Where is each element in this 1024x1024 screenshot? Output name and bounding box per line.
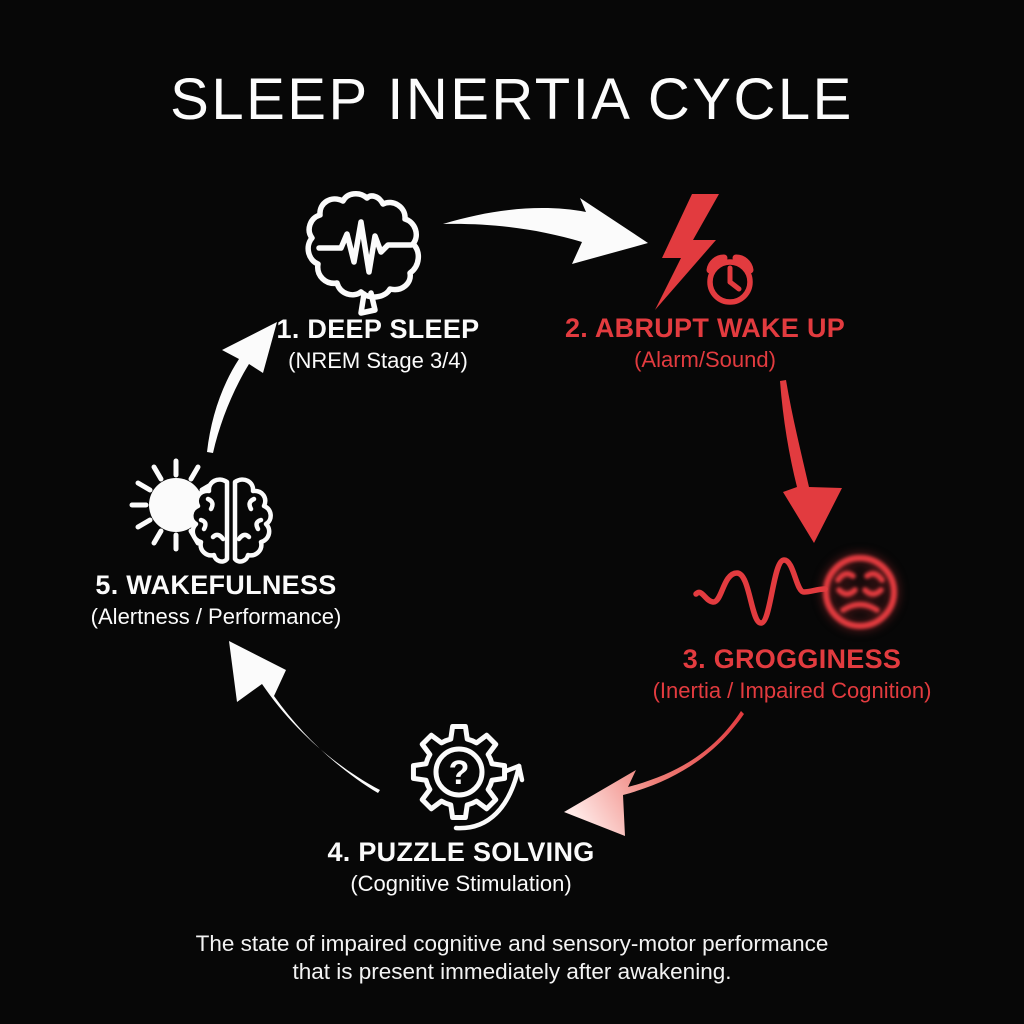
gear-icon: [410, 723, 508, 821]
stage-wakefulness: 5. WAKEFULNESS (Alertness / Performance): [91, 570, 342, 630]
page-title: SLEEP INERTIA CYCLE: [170, 67, 854, 132]
sad-face-icon: [823, 555, 897, 629]
stage-sublabel: (NREM Stage 3/4): [288, 348, 468, 373]
stage-label: 4. PUZZLE SOLVING: [327, 837, 595, 867]
arrow-grogginess-to-puzzle-icon: [564, 711, 744, 836]
wave-sad-face-icon: [693, 555, 897, 629]
stage-label: 3. GROGGINESS: [682, 644, 902, 674]
stage-sublabel: (Cognitive Stimulation): [350, 871, 572, 896]
brain-hemispheres-icon: [189, 477, 273, 564]
arrow-wakefulness-to-deepsleep-icon: [207, 322, 277, 453]
arrow-deepsleep-to-wakeup-icon: [443, 198, 648, 264]
definition-text: The state of impaired cognitive and sens…: [0, 930, 1024, 986]
stage-grogginess: 3. GROGGINESS (Inertia / Impaired Cognit…: [653, 644, 932, 704]
stage-deep-sleep: 1. DEEP SLEEP (NREM Stage 3/4): [277, 314, 480, 374]
lightning-alarm-clock-icon: [655, 194, 754, 310]
arrow-puzzle-to-wakefulness-icon: [229, 641, 380, 793]
definition-line-2: that is present immediately after awaken…: [292, 959, 732, 984]
refresh-arc-icon: [453, 763, 525, 831]
stage-abrupt-wake-up: 2. ABRUPT WAKE UP (Alarm/Sound): [565, 313, 845, 373]
stage-label: 2. ABRUPT WAKE UP: [564, 313, 846, 343]
stage-sublabel: (Alarm/Sound): [634, 347, 776, 372]
brainwave-squiggle-icon: [693, 557, 828, 626]
alarm-clock-icon: [706, 254, 754, 305]
gear-question-icon: ?: [410, 723, 525, 831]
stage-sublabel: (Alertness / Performance): [90, 604, 342, 629]
sun-brain-icon: [129, 458, 273, 564]
definition-line-1: The state of impaired cognitive and sens…: [195, 931, 829, 956]
arrow-wakeup-to-grogginess-icon: [780, 380, 842, 543]
question-mark-glyph: ?: [449, 754, 470, 792]
stage-puzzle-solving: 4. PUZZLE SOLVING (Cognitive Stimulation…: [327, 837, 594, 897]
stage-label: 1. DEEP SLEEP: [276, 314, 480, 344]
stage-label: 5. WAKEFULNESS: [95, 570, 337, 600]
stage-sublabel: (Inertia / Impaired Cognition): [652, 678, 932, 703]
brain-eeg-icon: [305, 191, 421, 316]
lightning-bolt-icon: [655, 194, 719, 310]
